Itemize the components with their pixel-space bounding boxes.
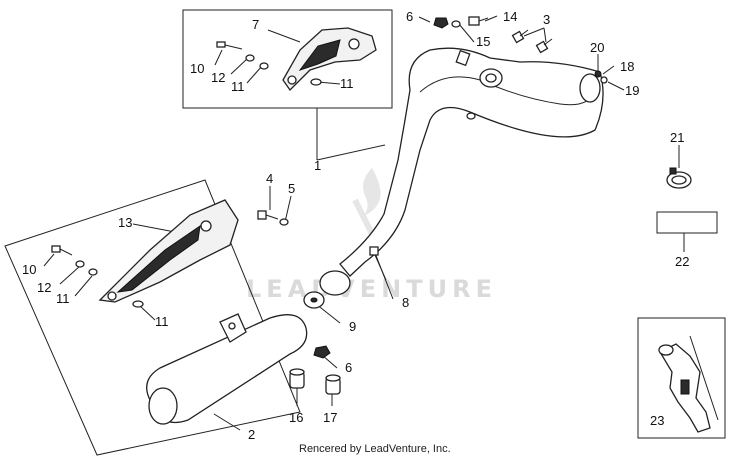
callout-21: 21	[670, 130, 684, 145]
part-10-bolt-upper	[216, 41, 243, 50]
part-8-bolt	[369, 246, 387, 281]
part-4-bolt	[257, 210, 279, 220]
callout-8: 8	[402, 295, 409, 310]
part-7-heat-shield	[282, 27, 377, 92]
callout-11-lower-a: 11	[56, 291, 70, 306]
callout-18: 18	[620, 59, 634, 74]
part-15-washer	[451, 20, 461, 28]
callout-19: 19	[625, 83, 639, 98]
heat-shield-upper-box	[182, 9, 393, 109]
part-6-nut-upper	[433, 17, 449, 29]
part-23-box	[637, 317, 726, 439]
footer-credit: Rencered by LeadVenture, Inc.	[299, 443, 451, 455]
callout-5: 5	[288, 181, 295, 196]
callout-14: 14	[503, 9, 517, 24]
part-23-exhaust-assembly	[658, 335, 719, 433]
heat-shield-lower-box	[4, 179, 301, 456]
callout-9: 9	[349, 319, 356, 334]
part-13-heat-shield	[98, 199, 239, 303]
part-22-box	[656, 211, 718, 234]
part-5-washer	[279, 218, 289, 226]
callout-20: 20	[590, 40, 604, 55]
callout-6-upper: 6	[406, 9, 413, 24]
callout-12-lower: 12	[37, 280, 51, 295]
part-11-washer-upper	[259, 62, 269, 70]
part-11-washer-upper-2	[310, 78, 322, 86]
part-18-19-20-fasteners	[594, 70, 608, 84]
part-17-bushing	[325, 374, 341, 395]
part-10-bolt-lower	[51, 245, 73, 256]
callout-12-upper: 12	[211, 70, 225, 85]
part-21-clamp	[666, 167, 692, 189]
callout-3: 3	[543, 12, 550, 27]
callout-16: 16	[289, 410, 303, 425]
part-9-gasket	[303, 270, 351, 309]
callout-labels: 1 2 3 4 5 6 6 7 8 9 10 10 11 11 11 11 12…	[22, 9, 689, 442]
part-2-muffler	[146, 313, 308, 425]
part-3-bolts	[511, 29, 553, 54]
callout-11-upper-b: 11	[340, 76, 354, 91]
watermark-text: LEADVENTURE	[246, 275, 497, 303]
part-6-nut-lower	[313, 345, 331, 359]
callout-7: 7	[252, 17, 259, 32]
callout-22: 22	[675, 254, 689, 269]
callout-11-lower-b: 11	[155, 314, 169, 329]
part-14-bolt	[468, 16, 489, 26]
callout-10-upper: 10	[190, 61, 204, 76]
callout-23: 23	[650, 413, 664, 428]
callout-17: 17	[323, 410, 337, 425]
part-12-washer-upper	[245, 54, 255, 62]
part-16-bushing	[289, 368, 305, 389]
part-11-washer-lower-2	[132, 300, 144, 308]
callout-1: 1	[314, 158, 321, 173]
callout-2: 2	[248, 427, 255, 442]
callout-11-upper-a: 11	[231, 79, 245, 94]
callout-4: 4	[266, 171, 273, 186]
callout-15: 15	[476, 34, 490, 49]
callout-6-lower: 6	[345, 360, 352, 375]
callout-13: 13	[118, 215, 132, 230]
part-12-washer-lower	[75, 260, 85, 268]
part-11-washer-lower	[88, 268, 98, 276]
callout-10-lower: 10	[22, 262, 36, 277]
part-1-header-pipe	[339, 47, 604, 277]
leader-lines	[43, 15, 685, 431]
